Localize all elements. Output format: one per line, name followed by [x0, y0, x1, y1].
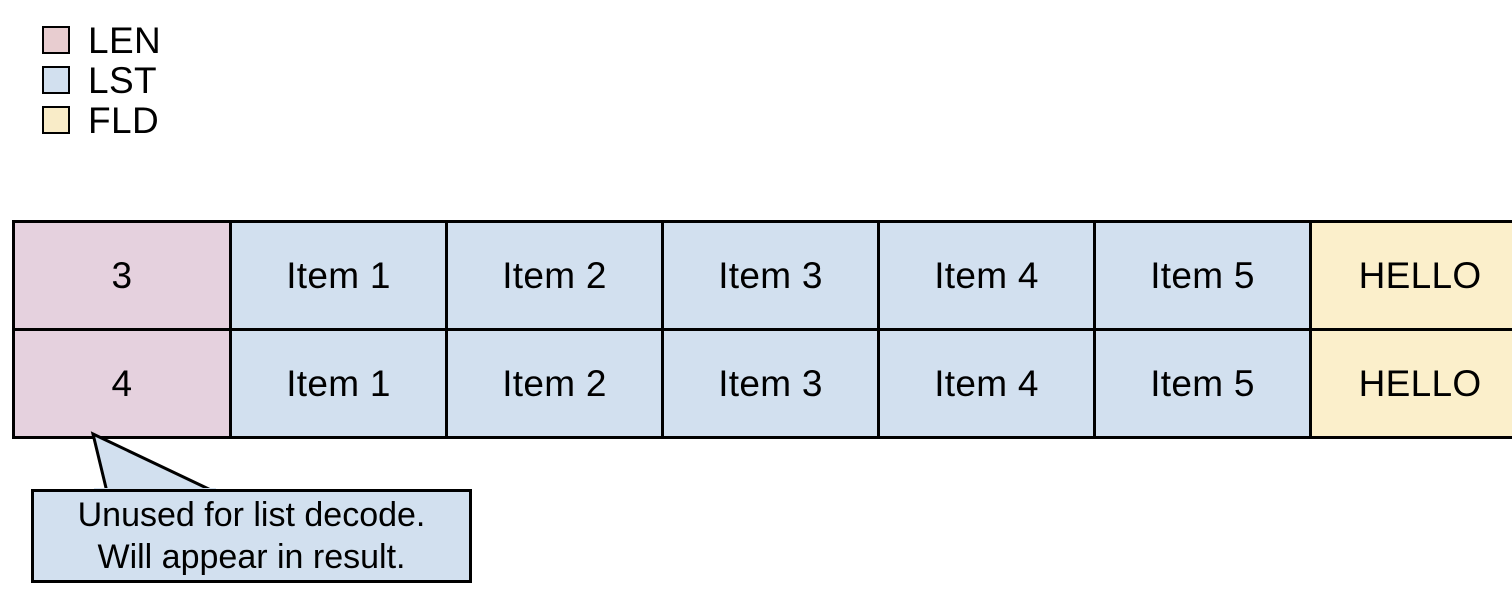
- cell-lst-row1-1: Item 2: [445, 328, 664, 439]
- cell-lst-row0-2: Item 3: [661, 220, 880, 331]
- cell-lst-row0-3: Item 4: [877, 220, 1096, 331]
- cell-lst-row0-4: Item 5: [1093, 220, 1312, 331]
- legend-item-fld: FLD: [42, 100, 342, 140]
- cell-lst-row0-1: Item 2: [445, 220, 664, 331]
- legend-item-len: LEN: [42, 20, 342, 60]
- cell-lst-row1-4: Item 5: [1093, 328, 1312, 439]
- legend-label-lst: LST: [88, 59, 158, 101]
- legend-swatch-lst: [42, 66, 70, 94]
- cell-len-row1: 4: [12, 328, 232, 439]
- cell-fld-row0: HELLO: [1309, 220, 1512, 331]
- cell-lst-row1-3: Item 4: [877, 328, 1096, 439]
- cell-lst-row0-0: Item 1: [229, 220, 448, 331]
- cell-lst-row1-2: Item 3: [661, 328, 880, 439]
- cell-lst-row1-0: Item 1: [229, 328, 448, 439]
- callout-line-2: Will appear in result.: [97, 538, 406, 576]
- callout-tail: [90, 431, 216, 496]
- table-row: 4 Item 1 Item 2 Item 3 Item 4 Item 5 HEL…: [12, 328, 1512, 439]
- cell-fld-row1: HELLO: [1309, 328, 1512, 439]
- legend-swatch-fld: [42, 106, 70, 134]
- legend-label-fld: FLD: [88, 99, 160, 141]
- cell-len-row0: 3: [12, 220, 232, 331]
- legend-item-lst: LST: [42, 60, 342, 100]
- table-row: 3 Item 1 Item 2 Item 3 Item 4 Item 5 HEL…: [12, 220, 1512, 331]
- callout-line-1: Unused for list decode.: [77, 496, 426, 534]
- legend-swatch-len: [42, 26, 70, 54]
- legend: LEN LST FLD: [42, 20, 342, 140]
- packet-layout-table: 3 Item 1 Item 2 Item 3 Item 4 Item 5 HEL…: [12, 220, 1512, 439]
- legend-label-len: LEN: [88, 19, 162, 61]
- callout-box: Unused for list decode. Will appear in r…: [31, 489, 472, 583]
